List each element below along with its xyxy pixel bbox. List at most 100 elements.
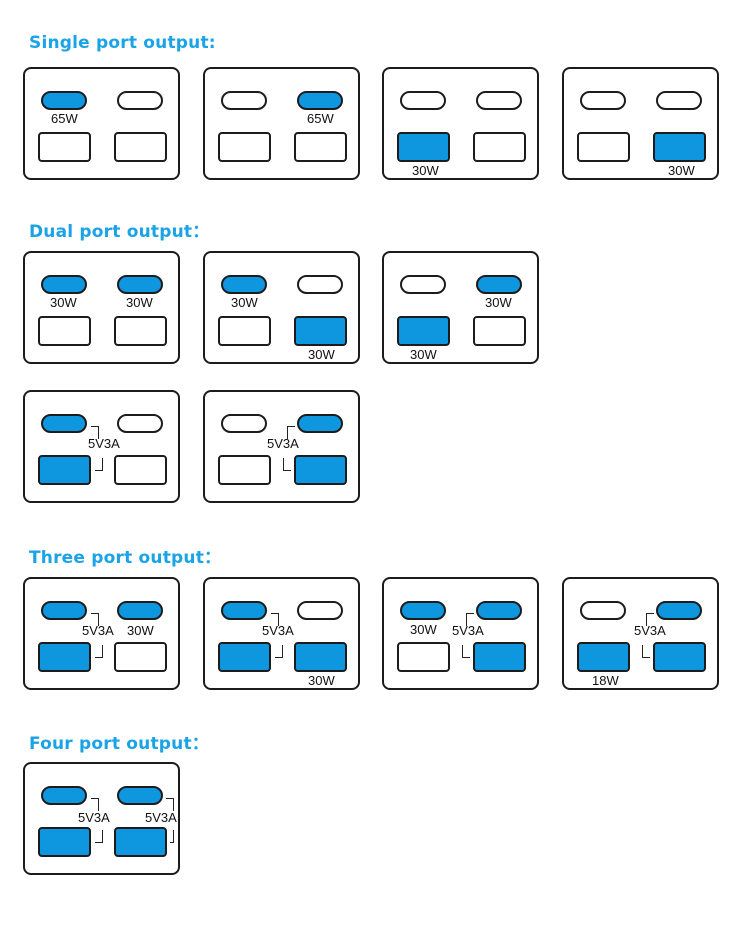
shared-output-label: 5V3A [262, 623, 294, 638]
usb-a1-port [38, 455, 91, 485]
usb-c1-port [400, 91, 446, 110]
card-four-all-ports: 5V3A 5V3A [23, 762, 180, 875]
card-dual-c2-a2-shared: 5V3A [203, 390, 360, 503]
usb-c1-port [41, 414, 87, 433]
card-single-c2: 65W [203, 67, 360, 180]
shared-bracket-bottom [283, 458, 291, 471]
usb-a2-port [653, 642, 706, 672]
card-dual-c1-a1-shared: 5V3A [23, 390, 180, 503]
output-label-c1: 30W [410, 622, 437, 637]
usb-a1-port [38, 316, 91, 346]
usb-a1-port [38, 132, 91, 162]
usb-a2-port [473, 642, 526, 672]
output-label-c1: 30W [50, 295, 77, 310]
shared-bracket-bottom [95, 458, 103, 471]
usb-a2-port [114, 642, 167, 672]
output-label-c2: 30W [127, 623, 154, 638]
shared-bracket-top [466, 613, 474, 626]
usb-c2-port [117, 786, 163, 805]
usb-c2-port [297, 601, 343, 620]
shared-bracket-bottom [95, 645, 103, 658]
shared-bracket-top-left [91, 798, 99, 811]
shared-bracket-bottom [642, 645, 650, 658]
output-label-c2: 30W [126, 295, 153, 310]
output-label-a1: 30W [410, 347, 437, 362]
usb-c1-port [400, 275, 446, 294]
card-single-a1: 30W [382, 67, 539, 180]
card-dual-c2-a1: 30W 30W [382, 251, 539, 364]
usb-a1-port [577, 132, 630, 162]
usb-a2-port [294, 642, 347, 672]
usb-a2-port [294, 455, 347, 485]
output-label: 65W [307, 111, 334, 126]
shared-bracket-bottom-right [170, 830, 174, 843]
shared-bracket-top-right [166, 798, 174, 811]
output-label-a2: 30W [308, 673, 335, 688]
heading-four-port: Four port output： [29, 734, 209, 754]
usb-c1-port [400, 601, 446, 620]
usb-a1-port [397, 132, 450, 162]
output-label-c1: 30W [231, 295, 258, 310]
usb-c2-port [117, 601, 163, 620]
output-label: 65W [51, 111, 78, 126]
usb-a2-port [473, 132, 526, 162]
usb-c2-port [297, 91, 343, 110]
shared-bracket-bottom [275, 645, 283, 658]
usb-a1-port [577, 642, 630, 672]
usb-a1-port [397, 316, 450, 346]
usb-a2-port [473, 316, 526, 346]
usb-c2-port [476, 601, 522, 620]
usb-c2-port [117, 91, 163, 110]
usb-c1-port [41, 601, 87, 620]
card-dual-c1-c2: 30W 30W [23, 251, 180, 364]
shared-output-label: 5V3A [82, 623, 114, 638]
usb-a2-port [294, 132, 347, 162]
shared-bracket-top [646, 613, 654, 626]
usb-c1-port [580, 91, 626, 110]
usb-c2-port [476, 91, 522, 110]
card-three-c1-a1-a2: 5V3A 30W [203, 577, 360, 690]
usb-c2-port [117, 275, 163, 294]
shared-output-label: 5V3A [267, 436, 299, 451]
output-label: 30W [668, 163, 695, 178]
usb-a2-port [114, 132, 167, 162]
shared-bracket-top [271, 613, 279, 626]
shared-bracket-bottom-left [95, 830, 103, 843]
heading-dual-port: Dual port output： [29, 222, 210, 242]
usb-c1-port [580, 601, 626, 620]
usb-c1-port [221, 414, 267, 433]
usb-a2-port [114, 827, 167, 857]
usb-a2-port [294, 316, 347, 346]
shared-bracket-top [287, 426, 295, 439]
usb-c1-port [221, 275, 267, 294]
shared-output-label: 5V3A [88, 436, 120, 451]
heading-single-port: Single port output: [29, 33, 216, 53]
usb-c1-port [41, 91, 87, 110]
usb-c2-port [656, 601, 702, 620]
shared-output-label-right: 5V3A [145, 810, 177, 825]
usb-a2-port [114, 455, 167, 485]
usb-a2-port [114, 316, 167, 346]
usb-a1-port [218, 642, 271, 672]
output-label-c2: 30W [485, 295, 512, 310]
output-label: 30W [412, 163, 439, 178]
card-three-c2-a2-a1: 5V3A 18W [562, 577, 719, 690]
usb-a1-port [397, 642, 450, 672]
shared-bracket-top [91, 426, 99, 439]
usb-c1-port [221, 91, 267, 110]
output-label-a2: 30W [308, 347, 335, 362]
card-single-a2: 30W [562, 67, 719, 180]
usb-a2-port [653, 132, 706, 162]
usb-c2-port [656, 91, 702, 110]
usb-c2-port [117, 414, 163, 433]
shared-output-label: 5V3A [452, 623, 484, 638]
usb-a1-port [218, 455, 271, 485]
usb-c2-port [297, 414, 343, 433]
card-three-c1-c2-a2: 30W 5V3A [382, 577, 539, 690]
usb-a1-port [218, 132, 271, 162]
usb-c1-port [221, 601, 267, 620]
usb-a1-port [218, 316, 271, 346]
card-three-c1-a1-c2: 5V3A 30W [23, 577, 180, 690]
usb-a1-port [38, 827, 91, 857]
heading-three-port: Three port output： [29, 548, 222, 568]
